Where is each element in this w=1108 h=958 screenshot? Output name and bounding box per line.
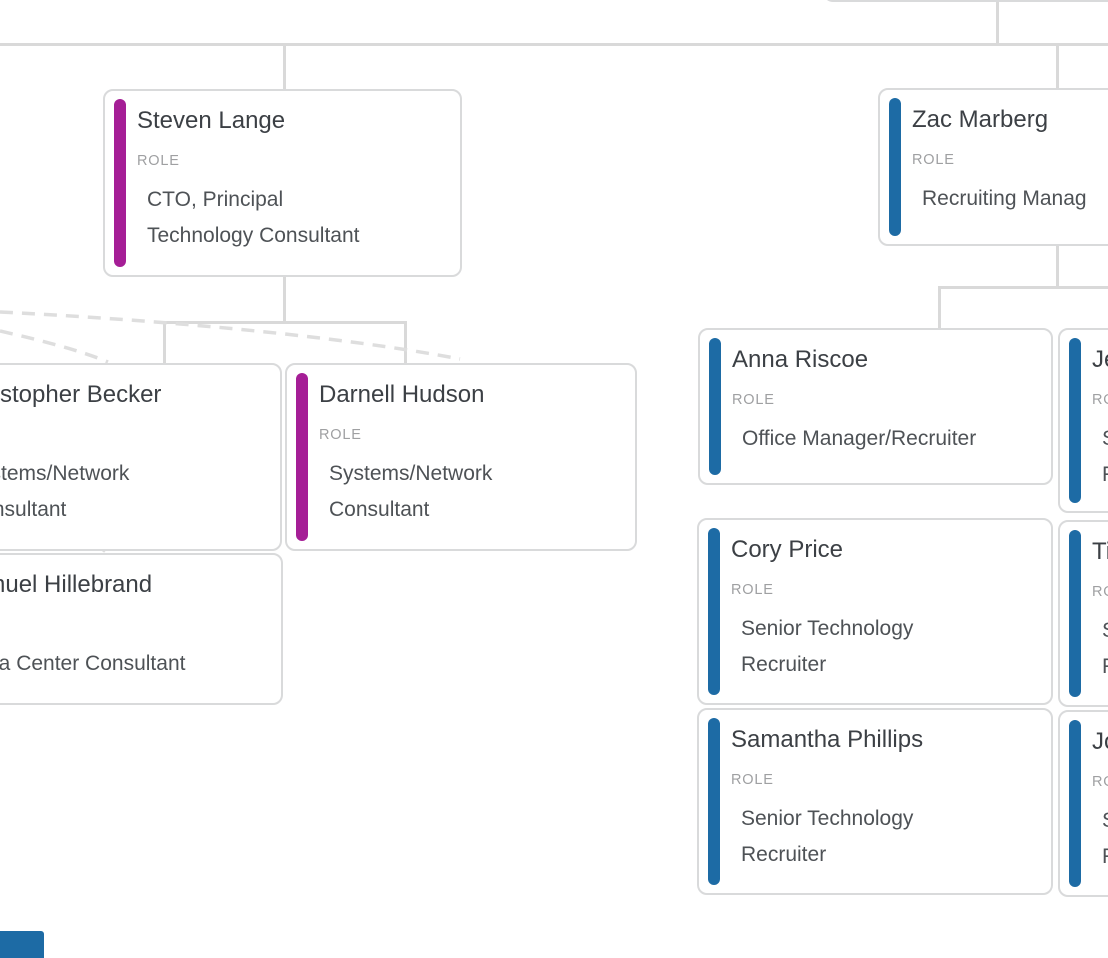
person-name: Ti <box>1092 538 1108 565</box>
org-card-ti-partial[interactable]: Ti RO S R <box>1058 520 1108 707</box>
role-text: Systems/Network <box>0 462 130 485</box>
role-label: RO <box>1092 392 1108 408</box>
role-text: S <box>1092 803 1108 839</box>
role-text: Office Manager/Recruiter <box>742 427 977 450</box>
role-label: ROLE <box>137 153 180 169</box>
accent-bar <box>708 528 720 695</box>
connector-christopher-drop <box>163 321 166 363</box>
connector-top-horizontal <box>0 43 1108 46</box>
connector-steven-children-horizontal <box>163 321 407 324</box>
connector-zac-out <box>1056 246 1059 287</box>
org-card-samuel-hillebrand[interactable]: Samuel Hillebrand ROLE Data Center Consu… <box>0 553 283 705</box>
bottom-left-blue-element <box>0 931 44 958</box>
role-text: Recruiter <box>741 843 827 866</box>
org-card-samantha-phillips[interactable]: Samantha Phillips ROLE Senior Technology… <box>697 708 1053 895</box>
role-text: Technology Consultant <box>147 224 360 247</box>
org-card-parent-partial[interactable] <box>823 0 1108 2</box>
role-text: Recruiter <box>741 653 827 676</box>
dashed-curve-to-darnell <box>0 310 461 361</box>
role-label: ROLE <box>319 427 362 443</box>
role-label: ROLE <box>731 582 774 598</box>
org-card-darnell-hudson[interactable]: Darnell Hudson ROLE Systems/Network Cons… <box>285 363 637 551</box>
accent-bar <box>114 99 126 267</box>
connector-zac-children-horizontal <box>938 286 1108 289</box>
connector-steven-out <box>283 277 286 322</box>
org-card-je-partial[interactable]: Je RO S R <box>1058 328 1108 513</box>
org-card-anna-riscoe[interactable]: Anna Riscoe ROLE Office Manager/Recruite… <box>698 328 1053 485</box>
org-card-jo-partial[interactable]: Jo RO S R <box>1058 710 1108 897</box>
role-text: R <box>1092 457 1108 493</box>
accent-bar <box>709 338 721 475</box>
org-card-christopher-becker[interactable]: Christopher Becker ROLE Systems/Network … <box>0 363 282 551</box>
role-text: R <box>1092 839 1108 875</box>
person-name: Anna Riscoe <box>732 346 869 373</box>
role-text: Recruiting Manag <box>922 187 1087 210</box>
role-text: Senior Technology <box>741 807 914 830</box>
role-label: ROLE <box>912 152 955 168</box>
role-label: RO <box>1092 774 1108 790</box>
role-label: ROLE <box>731 772 774 788</box>
role-text: R <box>1092 649 1108 685</box>
connector-steven-in <box>283 45 286 89</box>
role-label: ROLE <box>732 392 775 408</box>
accent-bar <box>1069 530 1081 697</box>
role-label: ROLE <box>0 616 277 634</box>
org-card-steven-lange[interactable]: Steven Lange ROLE CTO, Principal Technol… <box>103 89 462 277</box>
accent-bar <box>296 373 308 541</box>
role-text: Consultant <box>0 498 67 521</box>
accent-bar <box>889 98 901 236</box>
accent-bar <box>708 718 720 885</box>
accent-bar <box>1069 338 1081 503</box>
role-label: RO <box>1092 584 1108 600</box>
role-text: S <box>1092 421 1108 457</box>
person-name: Christopher Becker <box>0 381 162 408</box>
person-name: Darnell Hudson <box>319 381 485 408</box>
person-name: Jo <box>1092 728 1108 755</box>
person-name: Je <box>1092 346 1108 373</box>
role-text: Systems/Network <box>329 462 493 485</box>
person-name: Samuel Hillebrand <box>0 571 153 598</box>
person-name: Samantha Phillips <box>731 726 924 753</box>
person-name: Steven Lange <box>137 107 286 134</box>
connector-parent-drop <box>996 2 999 44</box>
role-text: Data Center Consultant <box>0 652 186 675</box>
person-name: Zac Marberg <box>912 106 1049 133</box>
connector-zac-in <box>1056 45 1059 88</box>
role-label: ROLE <box>0 426 276 444</box>
person-name: Cory Price <box>731 536 844 563</box>
dashed-curve-to-christopher <box>0 329 109 364</box>
role-text: Consultant <box>329 498 430 521</box>
role-text: S <box>1092 613 1108 649</box>
accent-bar <box>1069 720 1081 887</box>
connector-darnell-drop <box>404 321 407 363</box>
org-card-zac-marberg[interactable]: Zac Marberg ROLE Recruiting Manag <box>878 88 1108 246</box>
role-text: CTO, Principal <box>147 188 284 211</box>
org-card-cory-price[interactable]: Cory Price ROLE Senior Technology Recrui… <box>697 518 1053 705</box>
connector-anna-drop <box>938 286 941 328</box>
role-text: Senior Technology <box>741 617 914 640</box>
